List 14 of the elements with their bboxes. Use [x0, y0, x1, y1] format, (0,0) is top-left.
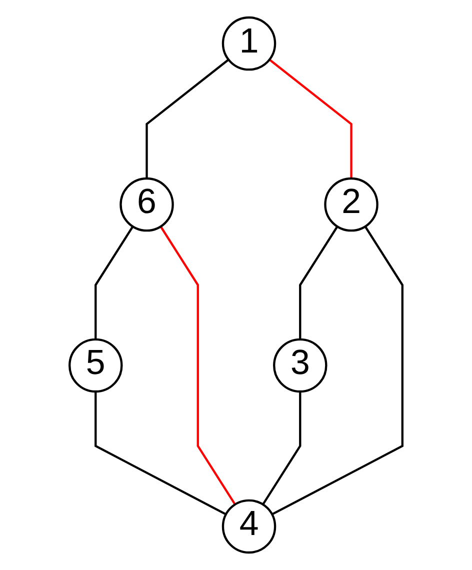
connector [272, 226, 404, 516]
connector [268, 58, 352, 178]
connector [160, 226, 236, 506]
connector [94, 392, 226, 516]
node-circle: 6 [120, 177, 174, 232]
connector [262, 392, 302, 506]
connector [299, 226, 338, 340]
node-circle: 1 [222, 16, 276, 71]
node-circle: 2 [324, 177, 378, 232]
node-circle: 5 [68, 338, 123, 393]
node-circle: 4 [222, 499, 276, 554]
connector [146, 58, 230, 178]
connector [94, 226, 134, 340]
node-circle: 3 [273, 338, 328, 393]
